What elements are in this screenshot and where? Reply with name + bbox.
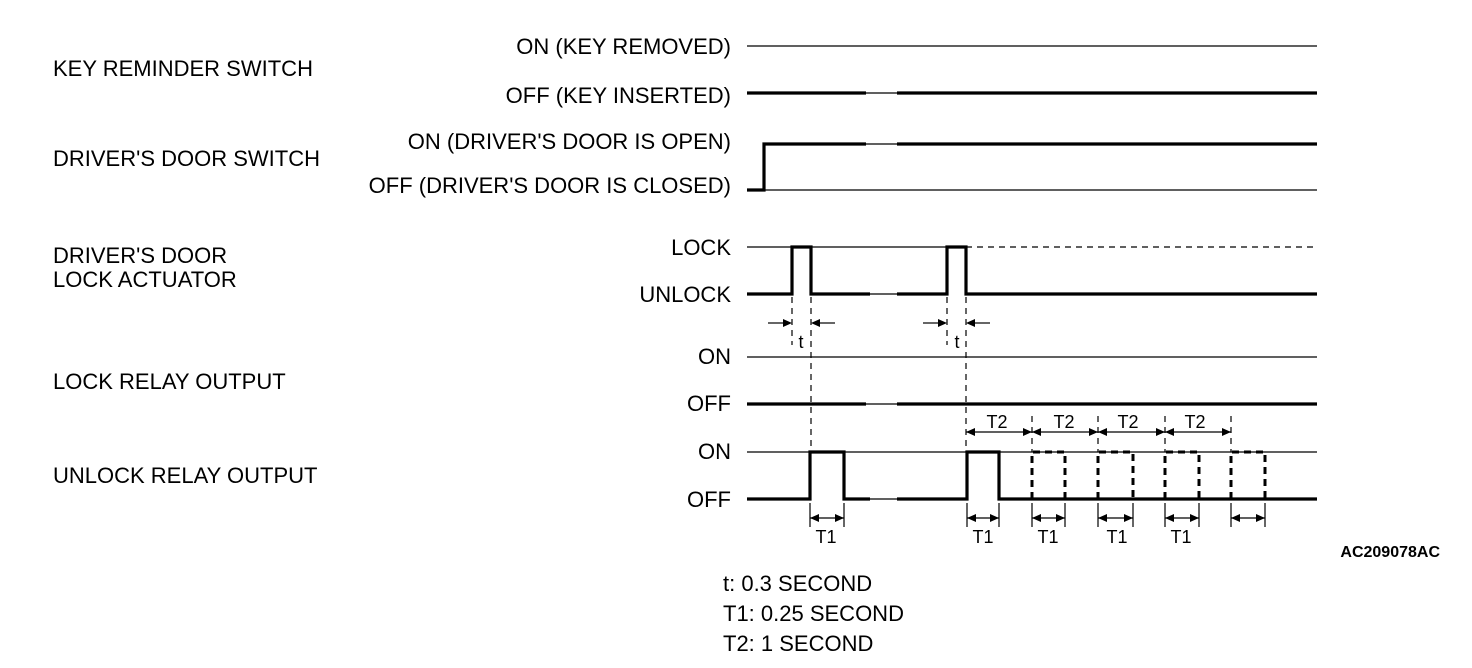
unlock-relay-waveform	[747, 450, 1317, 501]
T2-dimension-2: T2	[1032, 412, 1098, 436]
actuator-lock-label: LOCK	[671, 235, 731, 260]
legend-T2: T2: 1 SECOND	[723, 631, 873, 656]
drivers-door-switch-name: DRIVER'S DOOR SWITCH	[53, 146, 320, 171]
T1-label-4: T1	[1106, 527, 1127, 547]
T1-dimension-6-unlabeled	[1230, 503, 1266, 527]
T1-label-2: T1	[972, 527, 993, 547]
t-label-2: t	[954, 332, 959, 352]
T1-dimension-1: T1	[809, 503, 845, 547]
reference-dashed-lines	[791, 297, 1232, 452]
legend-T1: T1: 0.25 SECOND	[723, 601, 904, 626]
t-label-1: t	[798, 332, 803, 352]
T2-label-4: T2	[1184, 412, 1205, 432]
unlock-relay-repeat-pulses	[1030, 450, 1267, 499]
key-reminder-switch-name: KEY REMINDER SWITCH	[53, 56, 313, 81]
door-switch-on-label: ON (DRIVER'S DOOR IS OPEN)	[408, 129, 731, 154]
lock-relay-output-name: LOCK RELAY OUTPUT	[53, 369, 286, 394]
key-reminder-on-label: ON (KEY REMOVED)	[516, 34, 731, 59]
T2-label-1: T2	[986, 412, 1007, 432]
T2-dimension-4: T2	[1165, 412, 1231, 436]
door-lock-actuator-name-line1: DRIVER'S DOOR	[53, 243, 227, 268]
T2-dimension-1: T2	[966, 412, 1032, 436]
T1-dimension-4: T1	[1097, 503, 1134, 547]
unlock-relay-off-label: OFF	[687, 487, 731, 512]
unlock-relay-on-label: ON	[698, 439, 731, 464]
T1-label-3: T1	[1037, 527, 1058, 547]
lock-relay-off-label: OFF	[687, 391, 731, 416]
T1-dimension-3: T1	[1031, 503, 1066, 547]
actuator-waveform	[747, 245, 1317, 296]
T1-label-5: T1	[1170, 527, 1191, 547]
door-switch-waveform	[747, 142, 1317, 192]
unlock-relay-output-name: UNLOCK RELAY OUTPUT	[53, 463, 317, 488]
key-reminder-off-label: OFF (KEY INSERTED)	[506, 83, 731, 108]
t-dimension-1: t	[768, 319, 835, 352]
lock-relay-on-label: ON	[698, 344, 731, 369]
t-dimension-2: t	[923, 319, 990, 352]
T2-label-3: T2	[1117, 412, 1138, 432]
legend-t: t: 0.3 SECOND	[723, 571, 872, 596]
figure-code: AC209078AC	[1340, 544, 1440, 561]
T1-label-1: T1	[815, 527, 836, 547]
T1-dimension-5: T1	[1164, 503, 1200, 547]
T2-label-2: T2	[1053, 412, 1074, 432]
door-lock-actuator-name-line2: LOCK ACTUATOR	[53, 267, 237, 292]
door-switch-off-label: OFF (DRIVER'S DOOR IS CLOSED)	[369, 173, 731, 198]
T1-dimension-2: T1	[966, 503, 1000, 547]
actuator-unlock-label: UNLOCK	[639, 282, 731, 307]
T2-dimension-3: T2	[1098, 412, 1165, 436]
